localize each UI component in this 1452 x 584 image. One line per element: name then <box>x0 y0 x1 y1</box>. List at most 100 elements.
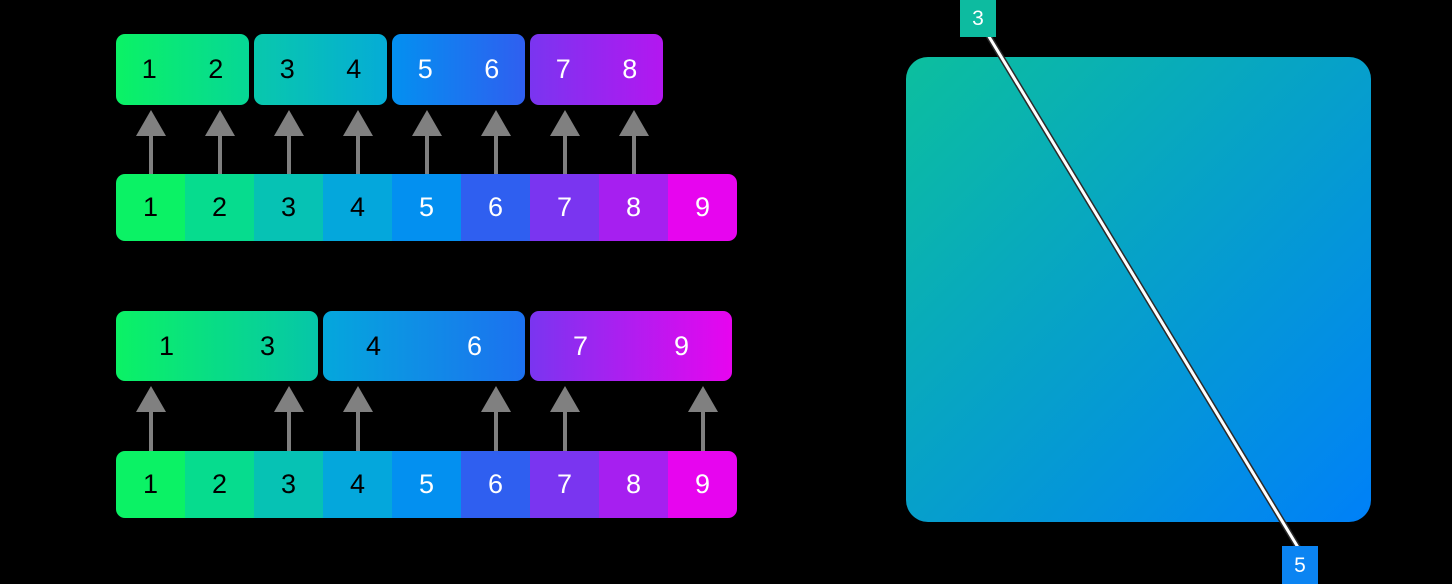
pairs-chunk-label: 4 <box>346 54 362 84</box>
pairs-arrow-head-icon <box>204 110 235 136</box>
pairs-arrow-head-icon <box>411 110 442 136</box>
pairs-arrow <box>342 110 373 174</box>
pairs-source-segment-label: 7 <box>556 192 573 222</box>
triples-source-segment-label: 8 <box>625 469 642 499</box>
pairs-chunk-label: 5 <box>417 54 433 84</box>
triples-arrow-head-icon <box>687 386 718 412</box>
triples-chunk-label: 3 <box>259 330 276 361</box>
triples-arrow <box>342 386 373 451</box>
triples-arrow <box>480 386 511 451</box>
badge-bottom-label: 5 <box>1294 553 1306 577</box>
pairs-source-segment: 2 <box>185 174 254 241</box>
pairs-source-segment-label: 4 <box>349 192 366 222</box>
pairs-source-segment: 6 <box>461 174 530 241</box>
triples-source-segment-label: 6 <box>487 469 504 499</box>
triples-source-segment: 7 <box>530 451 599 518</box>
triples-arrow <box>549 386 580 451</box>
triples-source-segment: 4 <box>323 451 392 518</box>
triples-arrow-head-icon <box>342 386 373 412</box>
triples-arrow <box>273 386 304 451</box>
pairs-source-segment: 1 <box>116 174 185 241</box>
triples-source-segment: 1 <box>116 451 185 518</box>
pairs-arrow-head-icon <box>135 110 166 136</box>
badge-bottom-end[interactable]: 5 <box>1282 546 1318 584</box>
pairs-source-segment: 9 <box>668 174 737 241</box>
pairs-arrow <box>480 110 511 174</box>
badge-top-label: 3 <box>972 7 984 30</box>
triples-chunk-label: 1 <box>158 330 175 361</box>
pairs-arrow-shaft <box>217 134 222 174</box>
triples-arrow-head-icon <box>273 386 304 412</box>
pairs-source-segment: 4 <box>323 174 392 241</box>
triples-arrow <box>687 386 718 451</box>
pairs-arrow-shaft <box>562 134 567 174</box>
pairs-chunk-label: 1 <box>141 54 157 84</box>
pairs-source-segment-label: 1 <box>142 192 159 222</box>
triples-source-segment-label: 7 <box>556 469 573 499</box>
pairs-arrow-head-icon <box>342 110 373 136</box>
triples-chunk-label: 6 <box>466 330 483 361</box>
triples-arrow-head-icon <box>135 386 166 412</box>
pairs-source-segment: 8 <box>599 174 668 241</box>
triples-arrow-shaft <box>286 410 291 451</box>
triples-source-segment: 3 <box>254 451 323 518</box>
pairs-chunk-label: 3 <box>279 54 295 84</box>
badge-top-start[interactable]: 3 <box>960 0 996 37</box>
triples-source-segment-label: 2 <box>211 469 228 499</box>
pairs-arrow-shaft <box>493 134 498 174</box>
pairs-arrow-shaft <box>286 134 291 174</box>
pairs-source-segment-label: 9 <box>694 192 711 222</box>
pairs-arrow-shaft <box>424 134 429 174</box>
triples-arrow-head-icon <box>480 386 511 412</box>
pairs-arrow <box>411 110 442 174</box>
pairs-source-segment-label: 3 <box>280 192 297 222</box>
pairs-source-segment: 5 <box>392 174 461 241</box>
triples-source-segment: 8 <box>599 451 668 518</box>
triples-source-segment-label: 4 <box>349 469 366 499</box>
pairs-chunk-label: 8 <box>622 54 638 84</box>
panel-rectangle <box>906 57 1371 522</box>
triples-chunk-label: 4 <box>365 330 382 361</box>
triples-arrow-shaft <box>355 410 360 451</box>
triples-arrow-shaft <box>148 410 153 451</box>
triples-source-segment: 5 <box>392 451 461 518</box>
triples-arrow-shaft <box>700 410 705 451</box>
triples-chunk-label: 7 <box>572 330 589 361</box>
pairs-chunk-label: 6 <box>484 54 500 84</box>
pairs-arrow-head-icon <box>618 110 649 136</box>
pairs-source-segment-label: 6 <box>487 192 504 222</box>
triples-arrow-shaft <box>493 410 498 451</box>
pairs-arrow-head-icon <box>273 110 304 136</box>
triples-arrow <box>135 386 166 451</box>
pairs-source-segment-label: 5 <box>418 192 435 222</box>
pairs-source-segment: 7 <box>530 174 599 241</box>
pairs-source-segment-label: 2 <box>211 192 228 222</box>
pairs-arrow <box>204 110 235 174</box>
pairs-chunk-label: 2 <box>208 54 224 84</box>
pairs-chunk-label: 7 <box>555 54 571 84</box>
pairs-arrow <box>549 110 580 174</box>
triples-source-segment: 2 <box>185 451 254 518</box>
pairs-arrow-shaft <box>148 134 153 174</box>
pairs-arrow-shaft <box>355 134 360 174</box>
triples-source-segment: 9 <box>668 451 737 518</box>
triples-arrow-shaft <box>562 410 567 451</box>
triples-source-segment: 6 <box>461 451 530 518</box>
triples-source-segment-label: 9 <box>694 469 711 499</box>
triples-source-segment-label: 5 <box>418 469 435 499</box>
triples-chunk-label: 9 <box>673 330 690 361</box>
pairs-arrow-head-icon <box>549 110 580 136</box>
pairs-arrow-head-icon <box>480 110 511 136</box>
